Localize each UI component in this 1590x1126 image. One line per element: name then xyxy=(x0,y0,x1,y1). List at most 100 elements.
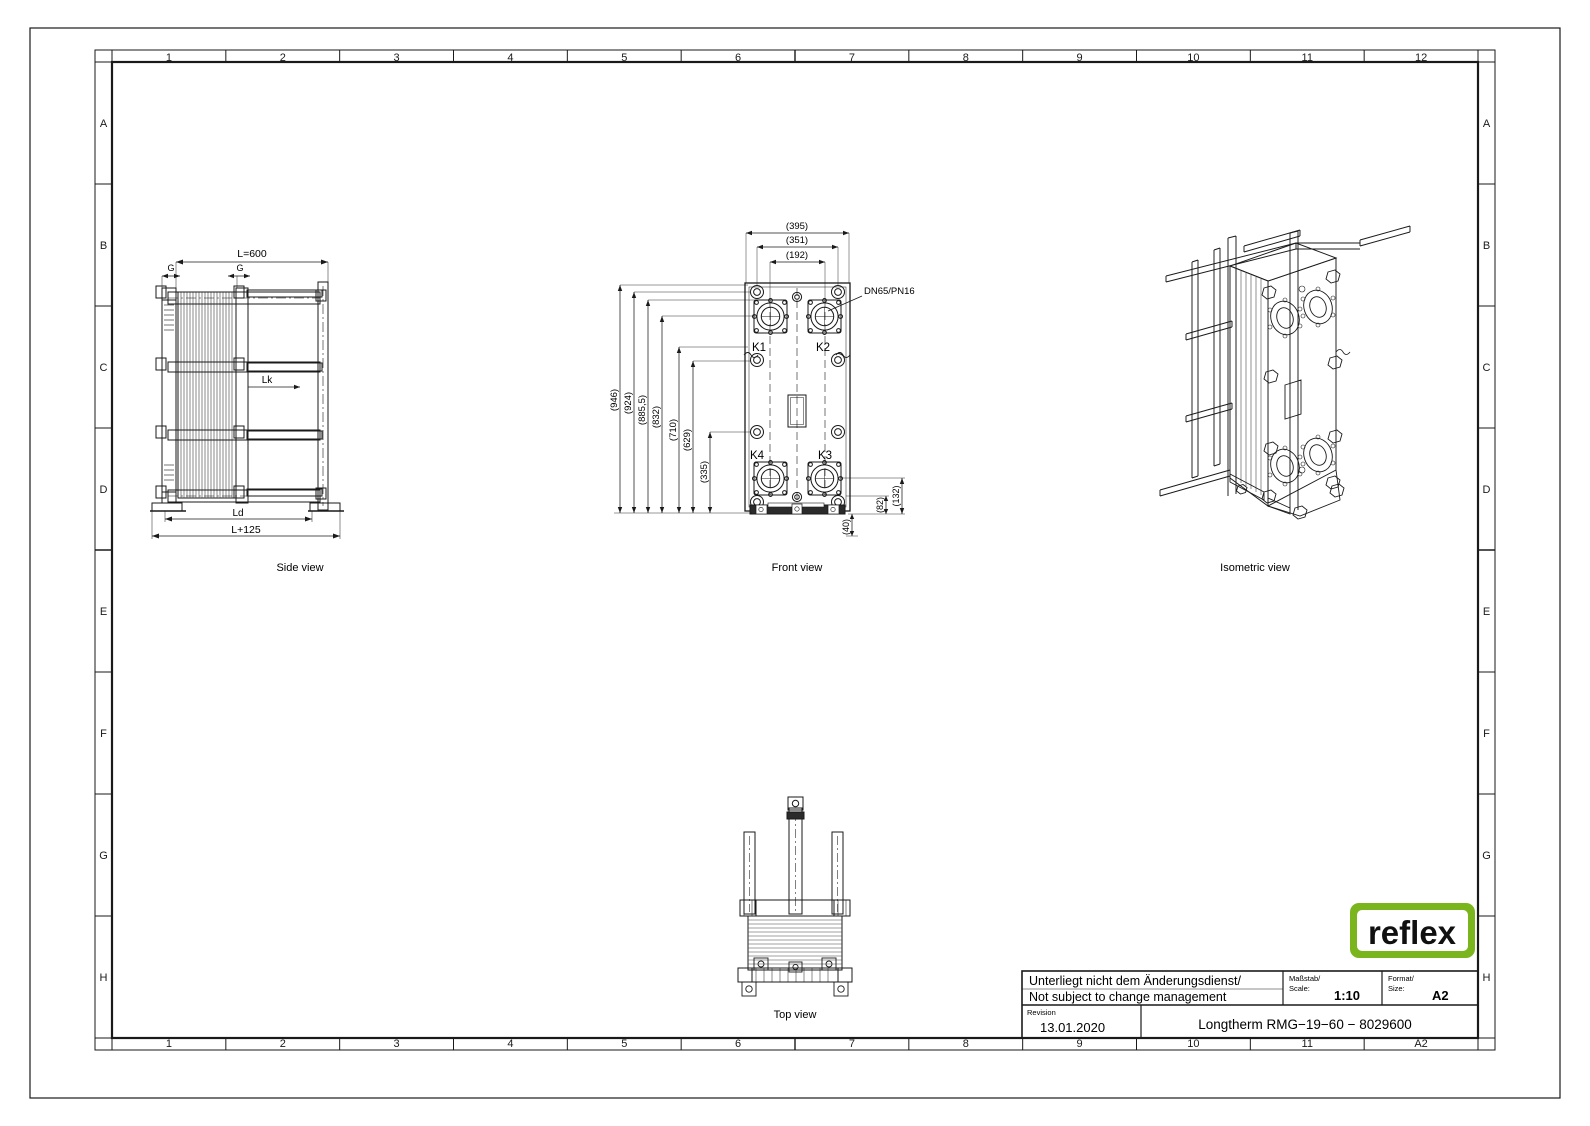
zone-row-right-H: H xyxy=(1483,972,1491,984)
zone-row-left-D: D xyxy=(100,484,108,496)
zone-col-bottom-5: 5 xyxy=(621,1038,627,1050)
dim-front-132: (132) xyxy=(891,485,901,506)
top-view: Top view xyxy=(737,796,853,1021)
front-vertical-dimensions xyxy=(614,284,757,514)
revision-label: Revision xyxy=(1027,1008,1056,1017)
zone-row-left-E: E xyxy=(100,606,107,618)
zone-col-bottom-1: 1 xyxy=(166,1038,172,1050)
revision-value: 13.01.2020 xyxy=(1040,1020,1105,1035)
zone-col-top-8: 8 xyxy=(963,52,969,64)
dim-front-192: (192) xyxy=(786,250,808,261)
dim-front-629: (629) xyxy=(682,429,693,451)
zone-row-left-A: A xyxy=(100,118,108,130)
scale-value: 1:10 xyxy=(1334,988,1360,1003)
zone-col-top-2: 2 xyxy=(280,52,286,64)
caption-top-view: Top view xyxy=(774,1009,817,1021)
zone-col-top-10: 10 xyxy=(1187,52,1199,64)
dim-front-395: (395) xyxy=(786,221,808,232)
zone-row-left-F: F xyxy=(100,728,107,740)
zone-col-top-3: 3 xyxy=(394,52,400,64)
zone-row-right-F: F xyxy=(1483,728,1490,740)
dim-side-gap-left: G xyxy=(167,263,174,273)
side-view-dimensions xyxy=(151,259,341,539)
zone-col-top-12: 12 xyxy=(1415,52,1427,64)
port-label-k3: K3 xyxy=(818,450,832,462)
zone-row-right-C: C xyxy=(1483,362,1491,374)
zone-row-left-H: H xyxy=(100,972,108,984)
zone-row-right-D: D xyxy=(1483,484,1491,496)
dim-front-946: (946) xyxy=(609,389,620,411)
zone-row-left-C: C xyxy=(100,362,108,374)
caption-isometric-view: Isometric view xyxy=(1220,562,1290,574)
scale-label-en: Scale: xyxy=(1289,984,1310,993)
format-label-de: Format/ xyxy=(1388,974,1415,983)
zone-row-left-G: G xyxy=(99,850,108,862)
zone-col-top-4: 4 xyxy=(507,52,513,64)
zone-col-bottom-3: 3 xyxy=(394,1038,400,1050)
front-horizontal-dimensions xyxy=(745,230,850,300)
connection-note: DN65/PN16 xyxy=(864,286,915,297)
reflex-logo: reflex xyxy=(1350,903,1475,958)
zone-row-right-G: G xyxy=(1482,850,1491,862)
format-label-en: Size: xyxy=(1388,984,1405,993)
sheet-format-corner: A2 xyxy=(1414,1038,1427,1050)
isometric-view: Isometric view xyxy=(1159,225,1411,574)
front-view: K1 K2 K3 K4 DN65/PN16 (395) (3 xyxy=(609,221,915,574)
zone-col-top-5: 5 xyxy=(621,52,627,64)
centre-marks xyxy=(95,50,1495,1050)
zone-row-left-B: B xyxy=(100,240,107,252)
dim-front-335: (335) xyxy=(699,461,710,483)
zone-row-labels-left: A B C D E F G H xyxy=(99,118,108,984)
dim-side-gap-mid: G xyxy=(236,263,243,273)
zone-row-right-B: B xyxy=(1483,240,1490,252)
zone-col-bottom-4: 4 xyxy=(507,1038,513,1050)
dim-front-40: (40) xyxy=(841,519,851,535)
caption-front-view: Front view xyxy=(772,562,823,574)
format-value: A2 xyxy=(1432,988,1449,1003)
zone-row-right-E: E xyxy=(1483,606,1490,618)
port-label-k4: K4 xyxy=(750,450,765,462)
front-detail-dimensions xyxy=(840,477,905,537)
zone-col-top-7: 7 xyxy=(849,52,855,64)
dim-side-overall-length: L=600 xyxy=(237,248,267,260)
change-note-de: Unterliegt nicht dem Änderungsdienst/ xyxy=(1029,974,1241,988)
zone-row-right-A: A xyxy=(1483,118,1491,130)
zone-col-bottom-10: 10 xyxy=(1187,1038,1199,1050)
dim-front-832: (832) xyxy=(651,406,662,428)
sheet-outer-border xyxy=(29,27,1561,1099)
port-label-k1: K1 xyxy=(752,342,766,354)
zone-col-top-11: 11 xyxy=(1302,52,1313,64)
scale-label-de: Maßstab/ xyxy=(1289,974,1321,983)
zone-column-ticks xyxy=(111,50,1479,1050)
title-block xyxy=(1021,970,1479,1039)
dim-front-885-5: (885,5) xyxy=(637,395,648,425)
zone-col-top-6: 6 xyxy=(735,52,741,64)
logo-text: reflex xyxy=(1368,914,1457,951)
zone-row-labels-right: A B C D E F G H xyxy=(1482,118,1491,984)
dim-front-351: (351) xyxy=(786,235,808,246)
side-view: L=600 G G Lk Ld L+125 Side view xyxy=(150,248,344,574)
zone-col-bottom-7: 7 xyxy=(849,1038,855,1050)
zone-col-bottom-2: 2 xyxy=(280,1038,286,1050)
change-note-en: Not subject to change management xyxy=(1029,990,1227,1004)
zone-col-bottom-9: 9 xyxy=(1077,1038,1083,1050)
zone-col-bottom-11: 11 xyxy=(1302,1038,1313,1050)
zone-col-bottom-6: 6 xyxy=(735,1038,741,1050)
dim-side-frame-depth: Ld xyxy=(232,508,243,519)
dim-side-plate-pack: Lk xyxy=(262,375,274,386)
zone-col-top-1: 1 xyxy=(166,52,172,64)
connection-note-leader xyxy=(827,295,863,312)
caption-side-view: Side view xyxy=(276,562,323,574)
zone-col-top-9: 9 xyxy=(1077,52,1083,64)
port-label-k2: K2 xyxy=(816,342,830,354)
dim-front-710: (710) xyxy=(668,419,679,441)
dim-front-82: (82) xyxy=(875,497,885,513)
dim-side-total-length: L+125 xyxy=(231,524,261,536)
part-title: Longtherm RMG−19−60 − 8029600 xyxy=(1198,1017,1412,1032)
dim-front-924: (924) xyxy=(623,392,634,414)
